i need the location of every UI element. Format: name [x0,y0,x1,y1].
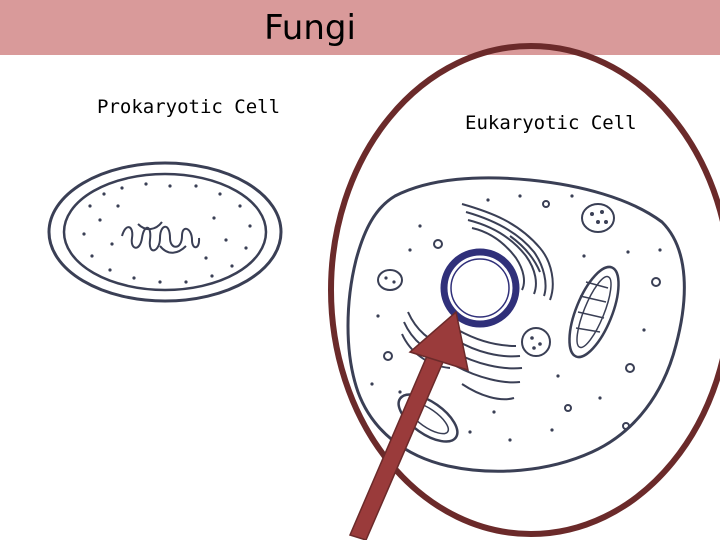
prokaryotic-cell [47,161,283,303]
prokaryotic-ribosomes [82,182,252,284]
slide-title: Fungi [264,8,356,48]
nucleus-envelope [440,248,520,328]
nucleus-inner-membrane [450,258,510,318]
arrow-head [408,310,469,372]
highlight-circle [328,43,720,537]
prokaryotic-outer-wall [47,161,283,303]
mitochondrion-right [568,265,620,359]
eukaryotic-cell-label: Eukaryotic Cell [465,112,637,134]
prokaryotic-cell-label: Prokaryotic Cell [97,96,281,118]
prokaryotic-nucleoid [121,225,201,252]
prokaryotic-inner-membrane [62,172,268,292]
title-bar [0,0,720,55]
eukaryotic-cell-membrane [346,176,686,473]
prokaryotic-nucleoid-loops [137,221,187,254]
eukaryotic-cell [346,176,686,473]
golgi-apparatus [461,203,554,301]
vesicles [377,200,661,430]
eukaryotic-ribosomes [370,194,662,442]
pointer-arrow [348,310,469,540]
